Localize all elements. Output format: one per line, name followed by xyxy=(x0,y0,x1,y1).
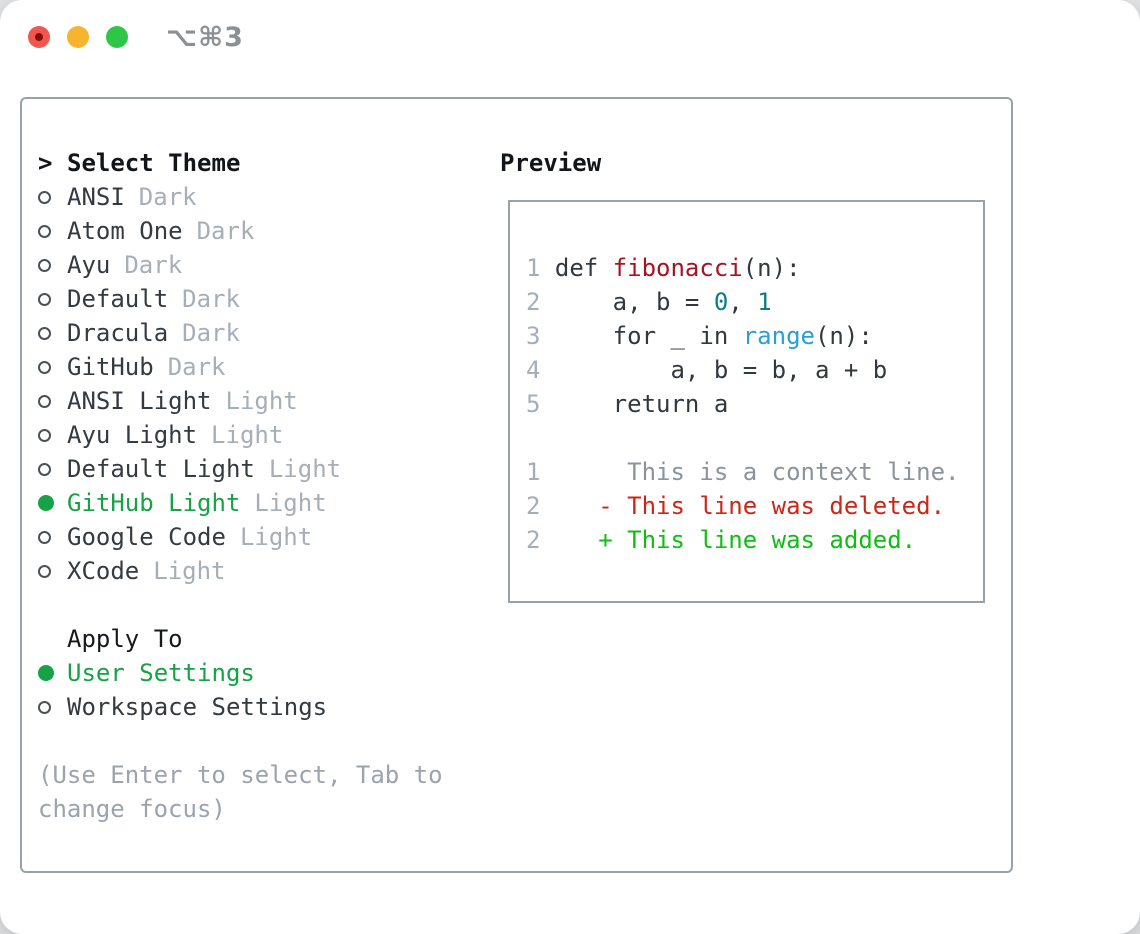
theme-variant: Dark xyxy=(124,251,183,279)
apply-to-title: Apply To xyxy=(67,625,183,653)
apply-to-label: User Settings xyxy=(67,659,255,687)
section-gap xyxy=(38,588,443,622)
radio-icon xyxy=(38,360,51,374)
help-text: (Use Enter to select, Tab to change focu… xyxy=(38,758,443,826)
theme-name: ANSI xyxy=(67,183,125,211)
theme-option-google-code[interactable]: Google Code Light xyxy=(38,520,443,554)
theme-list-header: > Select Theme xyxy=(38,146,443,180)
theme-option-github[interactable]: GitHub Dark xyxy=(38,350,443,384)
theme-option-dracula[interactable]: Dracula Dark xyxy=(38,316,443,350)
theme-name: Default Light xyxy=(67,455,255,483)
radio-icon xyxy=(38,394,51,408)
theme-option-xcode[interactable]: XCode Light xyxy=(38,554,443,588)
radio-icon xyxy=(38,258,51,272)
apply-to-list: User Settings Workspace Settings xyxy=(38,656,443,724)
radio-icon xyxy=(38,530,51,544)
radio-icon xyxy=(38,326,51,340)
theme-variant: Dark xyxy=(167,353,226,381)
radio-icon xyxy=(38,462,51,476)
preview-column: Preview 1 def fibonacci(n): 2 a, b = 0, … xyxy=(500,146,985,603)
preview-code-line xyxy=(526,421,983,455)
theme-variant: Dark xyxy=(138,183,197,211)
theme-name: GitHub xyxy=(67,353,154,381)
theme-name: GitHub Light xyxy=(67,489,241,517)
zoom-button[interactable] xyxy=(106,26,128,48)
theme-list-title: Select Theme xyxy=(67,149,241,177)
close-button[interactable] xyxy=(28,26,50,48)
line-number: 3 xyxy=(526,322,541,350)
preview-code-line: 1 def fibonacci(n): xyxy=(526,254,801,282)
radio-icon xyxy=(38,665,54,681)
preview-title: Preview xyxy=(500,149,602,177)
theme-option-default-light[interactable]: Default Light Light xyxy=(38,452,443,486)
theme-name: Ayu xyxy=(67,251,111,279)
selection-cursor-icon: > xyxy=(38,149,53,177)
line-number: 1 xyxy=(526,458,541,486)
theme-name: Atom One xyxy=(67,217,183,245)
theme-variant: Light xyxy=(239,523,313,551)
help-text-line: change focus) xyxy=(38,795,226,823)
preview-code-line: 1 This is a context line. xyxy=(526,458,960,486)
radio-icon xyxy=(38,700,51,714)
window-title: ⌥⌘3 xyxy=(166,22,244,53)
theme-option-ayu[interactable]: Ayu Dark xyxy=(38,248,443,282)
minimize-button[interactable] xyxy=(67,26,89,48)
theme-name: Dracula xyxy=(67,319,169,347)
theme-variant: Light xyxy=(153,557,226,585)
preview-code-line: 2 a, b = 0, 1 xyxy=(526,288,772,316)
theme-option-ayu-light[interactable]: Ayu Light Light xyxy=(38,418,443,452)
theme-variant: Dark xyxy=(182,319,240,347)
theme-name: Google Code xyxy=(67,523,226,551)
line-number: 2 xyxy=(526,526,541,554)
radio-icon xyxy=(38,564,51,578)
apply-to-label: Workspace Settings xyxy=(67,693,328,721)
theme-option-github-light[interactable]: GitHub Light Light xyxy=(38,486,443,520)
line-number: 1 xyxy=(526,254,541,282)
theme-variant: Light xyxy=(254,489,327,517)
line-number: 5 xyxy=(526,390,541,418)
preview-code-line: 3 for _ in range(n): xyxy=(526,322,873,350)
help-text-line: (Use Enter to select, Tab to xyxy=(38,761,443,789)
theme-variant: Light xyxy=(211,421,284,449)
radio-icon xyxy=(38,224,51,238)
theme-variant: Light xyxy=(225,387,298,415)
radio-icon xyxy=(38,190,51,204)
line-number: 2 xyxy=(526,288,541,316)
preview-code-line: 2 - This line was deleted. xyxy=(526,492,946,520)
apply-to-header: Apply To xyxy=(38,622,443,656)
theme-option-default[interactable]: Default Dark xyxy=(38,282,443,316)
radio-icon xyxy=(38,495,54,511)
preview-code-line: 2 + This line was added. xyxy=(526,526,917,554)
theme-variant: Dark xyxy=(182,285,240,313)
theme-name: Ayu Light xyxy=(67,421,198,449)
line-number: 4 xyxy=(526,356,541,384)
theme-option-ansi-light[interactable]: ANSI Light Light xyxy=(38,384,443,418)
theme-name: ANSI Light xyxy=(67,387,212,415)
radio-icon xyxy=(38,428,51,442)
theme-option-atom-one[interactable]: Atom One Dark xyxy=(38,214,443,248)
section-gap xyxy=(38,724,443,758)
preview-code-line: 5 return a xyxy=(526,390,729,418)
apply-to-option-user-settings[interactable]: User Settings xyxy=(38,656,443,690)
theme-name: XCode xyxy=(67,557,140,585)
theme-variant: Light xyxy=(268,455,342,483)
theme-name: Default xyxy=(67,285,169,313)
theme-option-ansi[interactable]: ANSI Dark xyxy=(38,180,443,214)
titlebar: ⌥⌘3 xyxy=(0,0,1140,97)
theme-variant: Dark xyxy=(196,217,255,245)
preview-code-line: 4 a, b = b, a + b xyxy=(526,356,888,384)
line-number: 2 xyxy=(526,492,541,520)
apply-to-option-workspace-settings[interactable]: Workspace Settings xyxy=(38,690,443,724)
radio-icon xyxy=(38,292,51,306)
preview-box: 1 def fibonacci(n): 2 a, b = 0, 1 3 for … xyxy=(508,200,985,603)
